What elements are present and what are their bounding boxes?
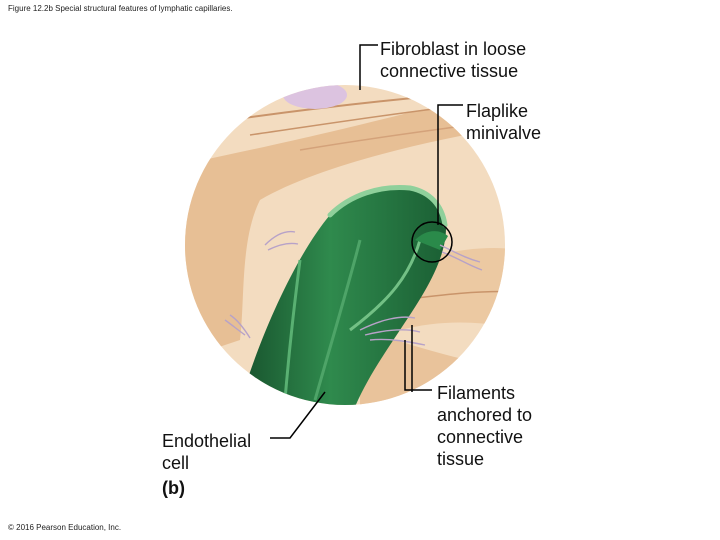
panel-label: (b) [162, 478, 185, 498]
leader-fibroblast [359, 44, 378, 90]
leader-endothelial [270, 391, 326, 439]
leader-filaments [404, 340, 432, 391]
anchoring-filaments [224, 230, 483, 346]
figure-title: Figure 12.2b Special structural features… [8, 4, 233, 13]
endothelial-cell-border [283, 259, 302, 401]
copyright: © 2016 Pearson Education, Inc. [8, 523, 122, 532]
label-minivalve: Flaplike minivalve [466, 101, 542, 143]
label-fibroblast: Fibroblast in loose connective tissue [380, 39, 527, 81]
minivalve-flap [415, 231, 448, 250]
fibroblast-cell [283, 85, 347, 109]
connective-fiber-band [185, 95, 505, 360]
label-endothelial: Endothelial cell [162, 431, 252, 473]
minivalve-highlight-circle [411, 221, 453, 263]
label-filaments: Filaments anchored to connective tissue [437, 383, 533, 469]
endothelial-cell-border [313, 239, 362, 401]
endothelial-cell-border [349, 239, 422, 332]
capillary-rim [327, 184, 448, 228]
leader-minivalve [437, 104, 463, 225]
